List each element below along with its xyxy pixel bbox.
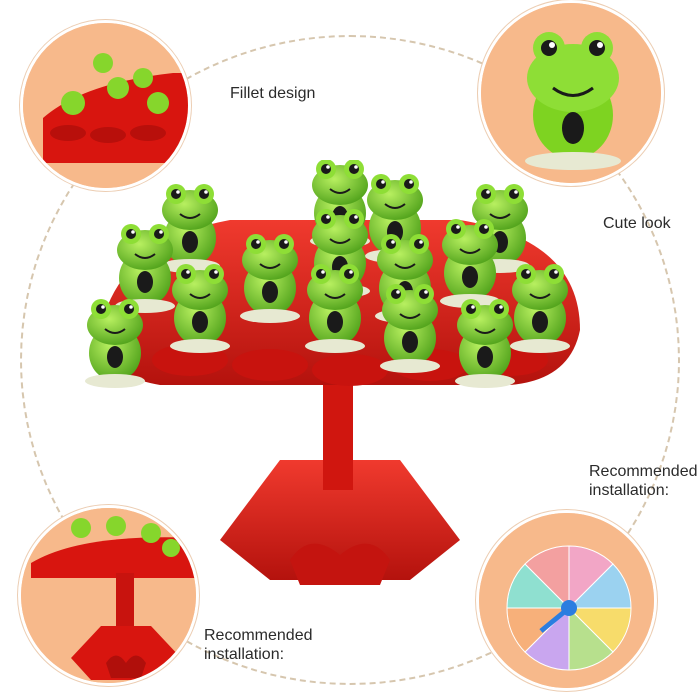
caption-fillet-design: Fillet design: [230, 85, 316, 102]
caption-cute-look: Cute look: [603, 215, 671, 232]
frog-balance-tree: [80, 160, 600, 600]
installed-tree-bubble: [18, 505, 199, 686]
dashed-circle-guide: [20, 35, 680, 685]
spinner-wheel-bubble: [476, 510, 657, 691]
caption-installation-right: Recommended installation:: [589, 463, 698, 499]
caption-installation-left: Recommended installation:: [204, 627, 313, 663]
cute-frog-bubble: [478, 0, 664, 186]
fillet-detail-bubble: [20, 20, 191, 191]
